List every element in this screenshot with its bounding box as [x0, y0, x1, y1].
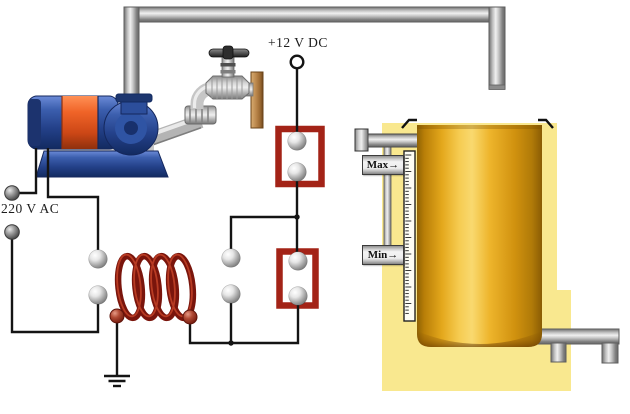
pump-base	[35, 150, 169, 178]
ac-supply-label: 220 V AC	[1, 201, 60, 216]
tank-outlet-pipe	[528, 328, 620, 364]
wire-branch-to-hold-contact	[229, 215, 297, 250]
ac-terminal-bottom[interactable]	[4, 224, 20, 240]
contact-ball	[287, 131, 307, 151]
wire-lower-switch-to-coil	[188, 304, 300, 345]
sensor-switch-upper[interactable]	[287, 131, 307, 182]
motor-end-cap	[28, 99, 41, 146]
sensor-bolt-rod	[367, 133, 420, 148]
circuit	[4, 54, 325, 388]
contact-ball	[88, 285, 108, 305]
contact-ball	[221, 284, 241, 304]
motor-band	[62, 96, 98, 149]
tank-assembly	[354, 118, 620, 391]
level-scale-ruler	[403, 150, 416, 322]
sensor-bolt-head	[354, 128, 369, 152]
contact-ball	[88, 249, 108, 269]
wire-junction	[294, 214, 300, 220]
wires	[10, 68, 300, 345]
tank-clip-left	[401, 118, 417, 129]
faucet	[184, 45, 264, 129]
relay-coil	[109, 252, 198, 325]
tank-max-label: Max→	[366, 159, 400, 171]
sensor-switch-lower[interactable]	[288, 251, 308, 306]
coil-terminal-left	[109, 308, 125, 324]
contact-ball	[288, 286, 308, 306]
pipe-top-horizontal	[130, 6, 506, 23]
tank-min-marker: Min→	[362, 245, 404, 265]
ruler-ticks	[405, 154, 412, 314]
sensor-switch-frame-upper	[275, 125, 325, 188]
pipe-down-to-tank	[488, 6, 506, 90]
wire-junction	[228, 340, 234, 346]
wire-ac-neutral-to-contact	[10, 232, 100, 334]
pipe-pump-riser	[123, 6, 140, 104]
tank-min-label: Min→	[367, 249, 399, 261]
wire-ac-live-to-motor	[12, 148, 38, 195]
tank-clip-right	[538, 118, 554, 129]
mount-board	[250, 71, 264, 129]
relay-contact-pump[interactable]	[88, 249, 108, 305]
plumbing	[123, 6, 506, 147]
ground-symbol	[104, 322, 130, 388]
contact-ball	[288, 251, 308, 271]
coil-terminal-right	[182, 309, 198, 325]
wire-motor-to-contact	[46, 148, 100, 251]
relay-contact-hold[interactable]	[221, 248, 241, 304]
contact-ball	[221, 248, 241, 268]
pump	[27, 93, 169, 178]
pump-flange	[115, 93, 153, 103]
dc-supply-terminal[interactable]	[289, 54, 305, 70]
ac-terminal-top[interactable]	[4, 185, 20, 201]
tank-max-marker: Max→	[362, 155, 404, 175]
contact-ball	[287, 162, 307, 182]
storage-tank	[417, 125, 542, 347]
pipe-end-cap	[488, 84, 506, 90]
dc-supply-label: +12 V DC	[268, 35, 328, 50]
